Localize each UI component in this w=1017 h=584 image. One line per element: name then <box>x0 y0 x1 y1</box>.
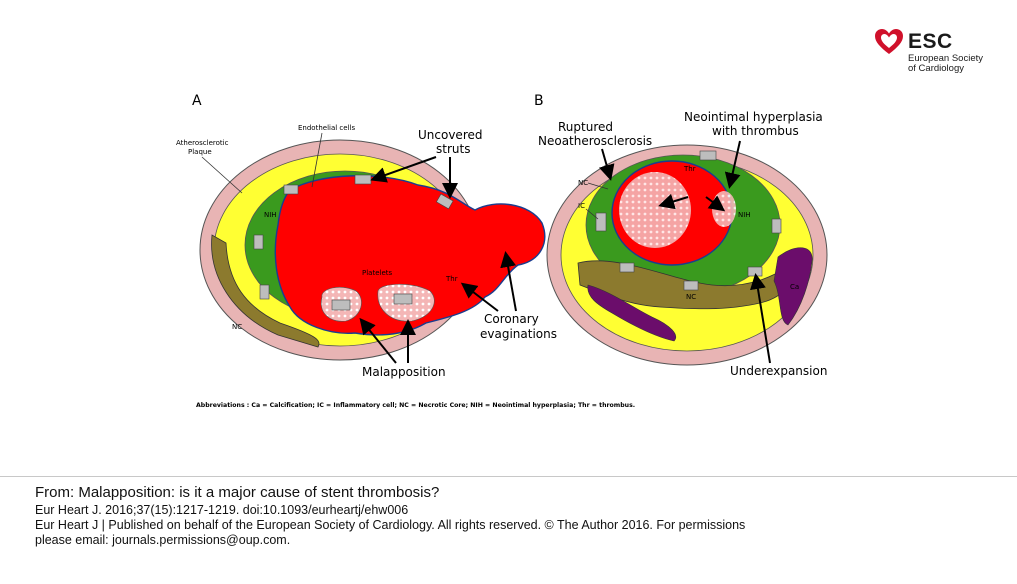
coronary-evaginations-label-1: Coronary <box>484 312 539 326</box>
ruptured-label-1: Ruptured <box>558 120 613 134</box>
figure-svg: A NC NIH Platelets Thr <box>150 85 870 415</box>
logo-subtitle-line2: of Cardiology <box>908 64 1017 74</box>
thrombus-neointimal-b <box>712 191 736 227</box>
thr-label-b: Thr <box>683 165 696 173</box>
esc-logo: ESC European Society of Cardiology <box>874 28 1014 88</box>
strut-a-malapposed-1 <box>332 300 350 310</box>
ruptured-label-2: Neoatherosclerosis <box>538 134 652 148</box>
stent-malapposition-figure: A NC NIH Platelets Thr <box>150 85 870 415</box>
caption-citation: Eur Heart J. 2016;37(15):1217-1219. doi:… <box>35 503 408 517</box>
nih-label-b: NIH <box>738 211 751 219</box>
strut-a-2 <box>355 175 371 184</box>
nc-label-b: NC <box>578 179 588 187</box>
uncovered-struts-label-1: Uncovered <box>418 128 482 142</box>
logo-subtitle: European Society of Cardiology <box>908 54 1017 74</box>
strut-a-4 <box>254 235 263 249</box>
ic-label: IC <box>578 202 585 210</box>
atherosclerotic-plaque-label-1: Atherosclerotic <box>176 139 229 147</box>
nih-label-a: NIH <box>264 211 277 219</box>
strut-b-1 <box>700 151 716 160</box>
caption-divider <box>0 476 1017 477</box>
strut-b-5 <box>684 281 698 290</box>
panel-a-letter: A <box>192 93 202 109</box>
strut-b-2 <box>772 219 781 233</box>
nc-label-a: NC <box>232 323 242 331</box>
strut-b-3 <box>596 213 606 231</box>
strut-a-malapposed-2 <box>394 294 412 304</box>
neointimal-label-1: Neointimal hyperplasia <box>684 110 823 124</box>
plaque-leader-line <box>202 157 242 193</box>
atherosclerotic-plaque-label-2: Plaque <box>188 148 212 156</box>
thr-label-a: Thr <box>445 275 458 283</box>
panel-a: A NC NIH Platelets Thr <box>176 93 557 379</box>
heart-icon <box>874 28 904 56</box>
logo-acronym: ESC <box>908 30 953 54</box>
strut-a-1 <box>284 185 298 194</box>
abbreviations-text: Abbreviations : Ca = Calcification; IC =… <box>196 402 635 409</box>
uncovered-struts-label-2: struts <box>436 142 470 156</box>
caption-rights-line1: Eur Heart J | Published on behalf of the… <box>35 518 745 532</box>
neointimal-label-2: with thrombus <box>712 124 799 138</box>
platelets-label: Platelets <box>362 269 393 277</box>
endothelial-cells-label: Endothelial cells <box>298 124 355 132</box>
strut-a-5 <box>260 285 269 299</box>
nc-lower-label: NC <box>686 293 696 301</box>
ca-label: Ca <box>790 283 799 291</box>
underexpansion-label: Underexpansion <box>730 364 827 378</box>
strut-b-4 <box>620 263 634 272</box>
caption-rights-line2: please email: journals.permissions@oup.c… <box>35 533 290 547</box>
malapposition-label: Malapposition <box>362 365 446 379</box>
caption-from: From: Malapposition: is it a major cause… <box>35 484 439 501</box>
coronary-evaginations-label-2: evaginations <box>480 327 557 341</box>
panel-b-letter: B <box>534 93 544 109</box>
strut-b-6 <box>748 267 762 276</box>
panel-b: B NC Ca Thr NIH NC <box>534 93 827 378</box>
thrombus-ruptured-b <box>619 172 691 248</box>
